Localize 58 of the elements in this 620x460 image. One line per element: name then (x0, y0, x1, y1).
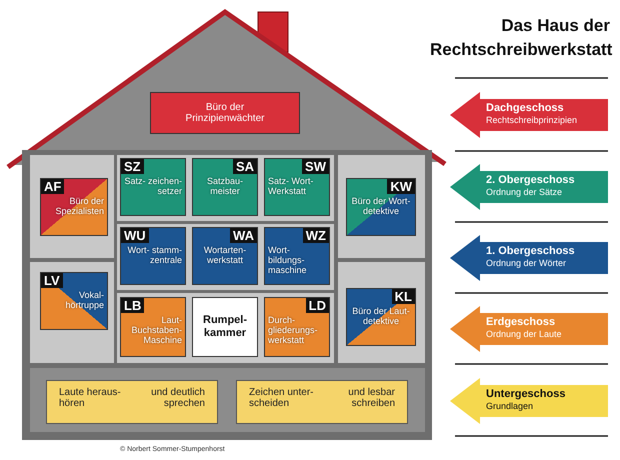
room-name: Wortarten- werkstatt (202, 245, 248, 265)
floor-banner (450, 306, 608, 352)
floor-banner (450, 92, 608, 138)
room-box (40, 272, 108, 330)
level-subtitle: Rechtschreibprinzipien (486, 115, 578, 125)
room-code: WU (121, 228, 149, 243)
room-code: LV (41, 273, 63, 288)
room-code: SA (232, 159, 257, 174)
basement-box (236, 380, 408, 424)
room-box: Büro der Prinzipienwächter (150, 92, 300, 134)
room-code: LB (121, 298, 144, 313)
level-name: 2. Obergeschoss (486, 174, 575, 186)
room-code: SW (302, 159, 329, 174)
room-box (346, 178, 416, 236)
room-box (264, 297, 330, 357)
level-name: Untergeschoss (486, 388, 566, 400)
level-subtitle: Ordnung der Sätze (486, 187, 562, 197)
basement-text: Zeichen unter- scheiden (249, 387, 314, 409)
room-box (192, 227, 258, 285)
floor-banner (450, 164, 608, 210)
room-code: WZ (302, 228, 329, 243)
room-code: SZ (121, 159, 144, 174)
level-name: 1. Obergeschoss (486, 245, 575, 257)
room-box (264, 158, 330, 216)
room-name: Büro der Wort- detektive (350, 196, 412, 216)
room-code: AF (41, 179, 64, 194)
title: Das Haus der Rechtschreibwerkstatt (430, 15, 610, 61)
room-box (120, 227, 186, 285)
floor-banner (450, 235, 608, 281)
room-box (120, 297, 186, 357)
room-name: Büro der Spezialisten (54, 196, 104, 216)
basement-box (46, 380, 218, 424)
room-box (264, 227, 330, 285)
room-box: Rumpel- kammer (192, 297, 258, 357)
basement-text: Laute heraus- hören (59, 387, 122, 409)
room-box (192, 158, 258, 216)
room-box (346, 288, 416, 346)
level-subtitle: Ordnung der Laute (486, 329, 562, 339)
basement-text: und lesbar schreiben (347, 387, 395, 409)
level-name: Dachgeschoss (486, 102, 564, 114)
basement-text: und deutlich sprechen (150, 387, 205, 409)
floor-banner (450, 378, 608, 424)
room-box (120, 158, 186, 216)
room-name: Durch- gliederungs- werkstatt (268, 315, 319, 345)
room-name: Satzbau- meister (206, 176, 244, 196)
room-name: Satz- zeichen- setzer (124, 176, 182, 196)
room-code: LD (306, 298, 329, 313)
level-subtitle: Grundlagen (486, 401, 534, 411)
room-name: Laut- Buchstaben- Maschine (130, 315, 182, 345)
room-box (40, 178, 108, 236)
room-code: KL (392, 289, 415, 304)
room-code: WA (230, 228, 257, 243)
room-name: Satz- Wort- Werkstatt (268, 176, 314, 196)
room-code: KW (387, 179, 415, 194)
room-name: Wort- stamm- zentrale (126, 245, 182, 265)
level-subtitle: Ordnung der Wörter (486, 258, 566, 268)
room-name: Wort- bildungs- maschine (268, 245, 308, 275)
level-name: Erdgeschoss (486, 316, 556, 328)
